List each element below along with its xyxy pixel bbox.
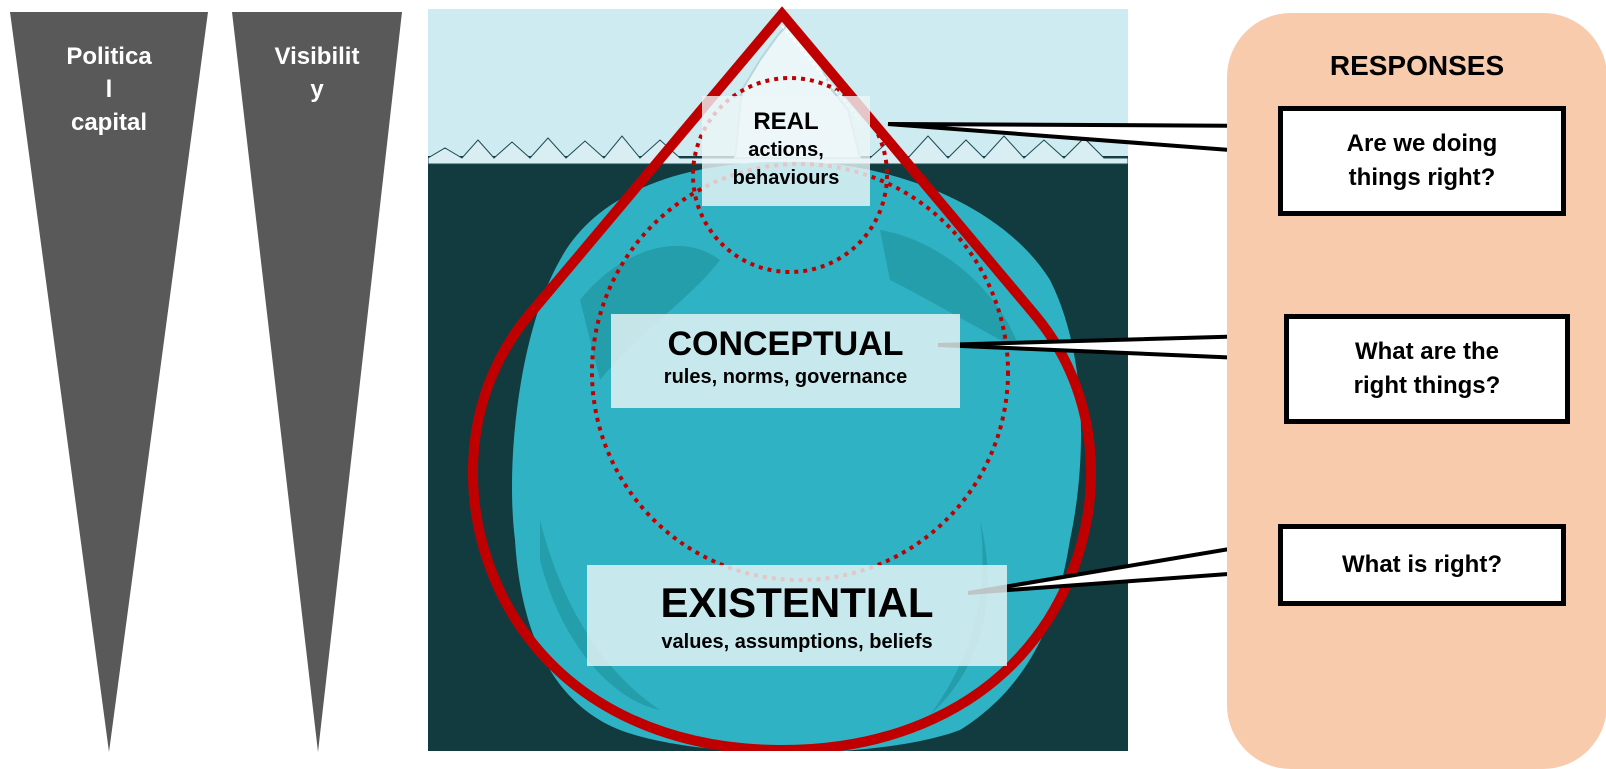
- real-subtitle: actions, behaviours: [702, 136, 870, 192]
- existential-subtitle: values, assumptions, beliefs: [587, 629, 1007, 655]
- conceptual-subtitle: rules, norms, governance: [611, 364, 960, 390]
- responses-title: RESPONSES: [1227, 50, 1606, 82]
- response-question-3: What is right?: [1278, 524, 1566, 606]
- existential-title: EXISTENTIAL: [587, 577, 1007, 629]
- real-layer-box: REAL actions, behaviours: [702, 96, 870, 206]
- existential-layer-box: EXISTENTIAL values, assumptions, beliefs: [587, 565, 1007, 666]
- conceptual-layer-box: CONCEPTUAL rules, norms, governance: [611, 314, 960, 408]
- response-question-1: Are we doing things right?: [1278, 106, 1566, 216]
- response-question-2: What are the right things?: [1284, 314, 1570, 424]
- conceptual-title: CONCEPTUAL: [611, 324, 960, 364]
- real-title: REAL: [702, 108, 870, 136]
